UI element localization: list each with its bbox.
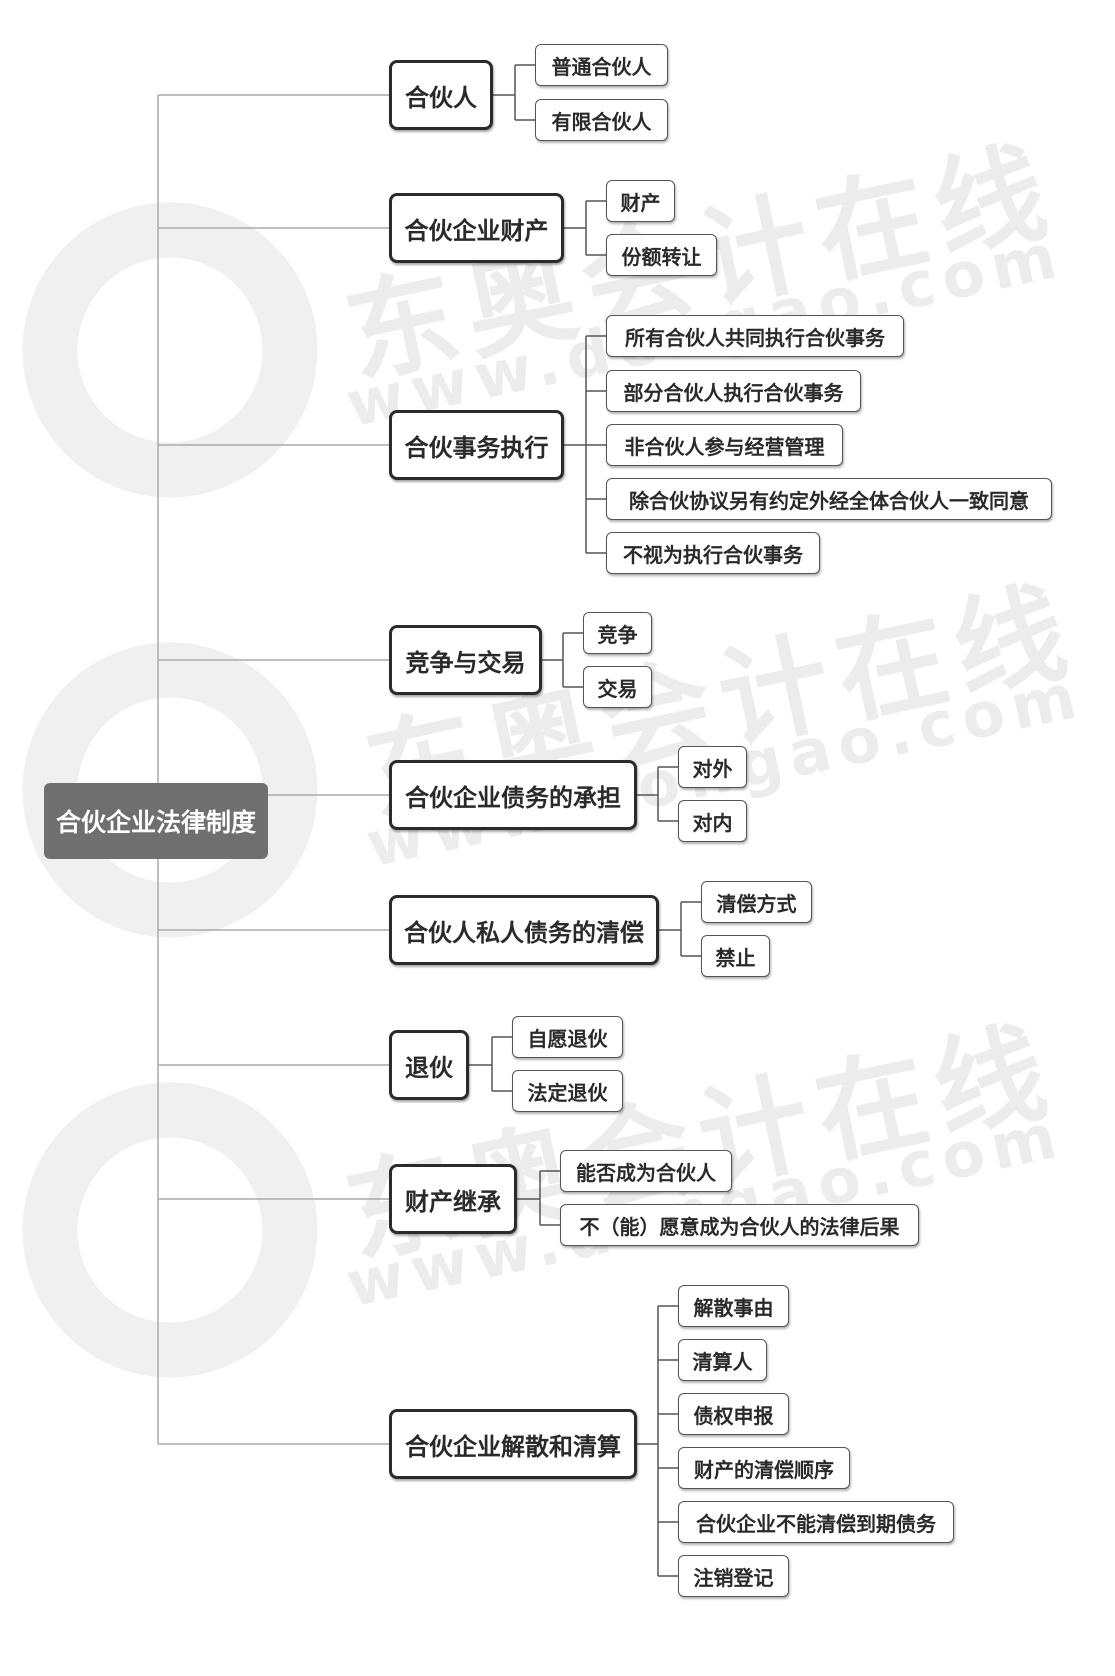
branch-node[interactable]: 合伙人 xyxy=(389,60,493,130)
branch-node[interactable]: 合伙企业解散和清算 xyxy=(389,1409,637,1479)
branch-node[interactable]: 合伙企业债务的承担 xyxy=(389,760,637,830)
branch-node[interactable]: 竞争与交易 xyxy=(389,625,542,695)
leaf-node[interactable]: 非合伙人参与经营管理 xyxy=(606,424,843,466)
branch-node[interactable]: 合伙企业财产 xyxy=(389,193,564,263)
leaf-node[interactable]: 竞争 xyxy=(583,612,652,654)
leaf-node[interactable]: 解散事由 xyxy=(678,1285,789,1327)
branch-node[interactable]: 合伙事务执行 xyxy=(389,410,564,480)
leaf-node[interactable]: 所有合伙人共同执行合伙事务 xyxy=(606,315,904,357)
leaf-node[interactable]: 部分合伙人执行合伙事务 xyxy=(606,370,861,412)
leaf-node[interactable]: 财产 xyxy=(606,180,675,222)
leaf-node[interactable]: 份额转让 xyxy=(606,234,717,276)
leaf-node[interactable]: 不（能）愿意成为合伙人的法律后果 xyxy=(560,1204,919,1246)
root-node[interactable]: 合伙企业法律制度 xyxy=(44,783,268,859)
leaf-node[interactable]: 法定退伙 xyxy=(512,1070,623,1112)
leaf-node[interactable]: 禁止 xyxy=(701,935,770,977)
leaf-node[interactable]: 有限合伙人 xyxy=(535,99,668,141)
branch-node[interactable]: 合伙人私人债务的清偿 xyxy=(389,895,659,965)
leaf-node[interactable]: 自愿退伙 xyxy=(512,1016,623,1058)
branch-node[interactable]: 退伙 xyxy=(389,1030,469,1100)
leaf-node[interactable]: 除合伙协议另有约定外经全体合伙人一致同意 xyxy=(606,478,1052,520)
leaf-node[interactable]: 清算人 xyxy=(678,1339,767,1381)
leaf-node[interactable]: 对内 xyxy=(678,800,747,842)
leaf-node[interactable]: 注销登记 xyxy=(678,1555,789,1597)
leaf-node[interactable]: 财产的清偿顺序 xyxy=(678,1447,850,1489)
leaf-node[interactable]: 清偿方式 xyxy=(701,881,812,923)
leaf-node[interactable]: 交易 xyxy=(583,666,652,708)
leaf-node[interactable]: 普通合伙人 xyxy=(535,44,668,86)
leaf-node[interactable]: 债权申报 xyxy=(678,1393,789,1435)
leaf-node[interactable]: 对外 xyxy=(678,746,747,788)
leaf-node[interactable]: 能否成为合伙人 xyxy=(560,1150,732,1192)
leaf-node[interactable]: 合伙企业不能清偿到期债务 xyxy=(678,1501,954,1543)
branch-node[interactable]: 财产继承 xyxy=(389,1164,517,1234)
leaf-node[interactable]: 不视为执行合伙事务 xyxy=(606,532,820,574)
